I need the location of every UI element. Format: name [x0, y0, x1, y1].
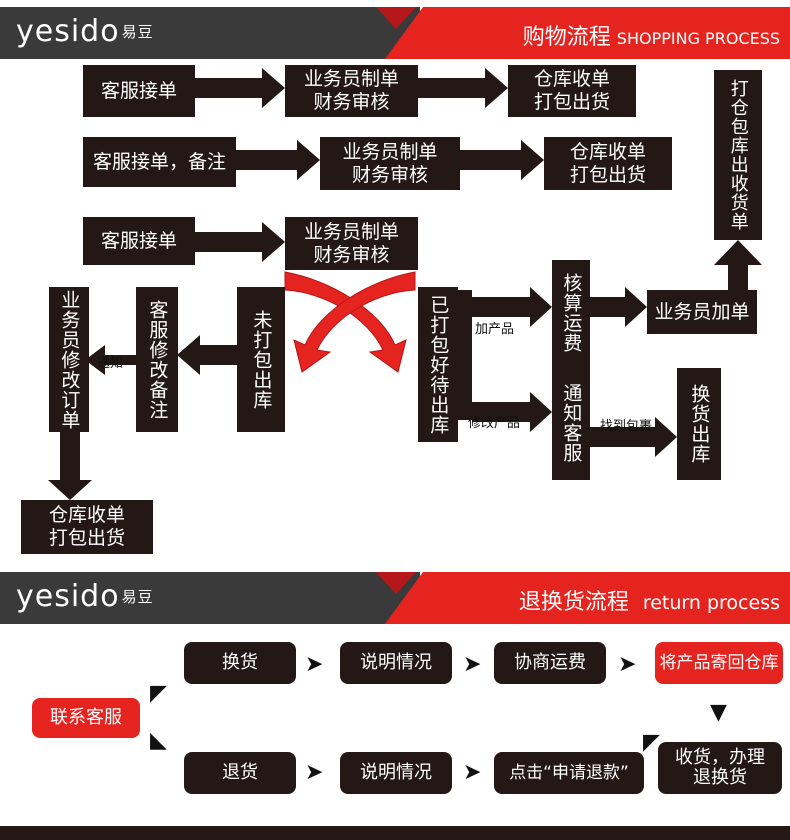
right-arrow-icon: ➤	[305, 760, 324, 785]
row2-salesman-order: 业务员制单财务审核	[320, 137, 460, 190]
salesman-add-order: 业务员加单	[647, 290, 757, 334]
explain-step-1: 说明情况	[340, 642, 452, 684]
find-package-label: 找到包裹	[600, 419, 653, 434]
row1-warehouse: 仓库收单打包出货	[508, 65, 636, 117]
receive-step: 收货，办理退换货	[658, 742, 782, 794]
contact-cs-button: 联系客服	[32, 698, 140, 738]
send-back-step: 将产品寄回仓库	[655, 642, 783, 684]
exchange-step: 换货	[184, 642, 296, 684]
header-red-band	[385, 7, 790, 59]
calc-freight: 核算运费	[552, 260, 590, 365]
notify-cs: 通知客服	[552, 365, 590, 480]
header-dark-band	[0, 7, 420, 59]
header-red-band	[385, 572, 790, 624]
right-arrow-icon: ➤	[618, 652, 637, 677]
far-right-warehouse: 打仓包库出收货单	[714, 70, 762, 240]
refund-step: 退货	[184, 752, 296, 794]
cs-modify-note: 客服修改备注	[136, 287, 178, 432]
unpacked-out: 未打包出库	[237, 287, 285, 432]
explain-step-2: 说明情况	[340, 752, 452, 794]
header-dark-band	[0, 572, 420, 624]
row1-cs-order: 客服接单	[83, 65, 195, 117]
row2-cs-order-note: 客服接单，备注	[83, 137, 236, 187]
right-arrow-icon: ➤	[463, 652, 482, 677]
down-right-arrow-icon: ◣	[150, 728, 167, 753]
click-refund-step: 点击“申请退款”	[494, 752, 644, 794]
salesman-modify-order: 业务员修改订单	[49, 287, 89, 432]
row1-salesman-order: 业务员制单财务审核	[285, 65, 418, 117]
down-arrow-icon: ▼	[710, 700, 727, 725]
right-arrow-icon: ➤	[463, 760, 482, 785]
right-arrow-icon: ➤	[305, 652, 324, 677]
bottom-warehouse: 仓库收单打包出货	[21, 500, 153, 554]
notify-label: 通知	[97, 356, 124, 371]
packed-waiting: 已打包好待出库	[418, 287, 458, 442]
exchange-out: 换货出库	[677, 368, 721, 480]
modify-product-label: 修改产品	[468, 416, 521, 431]
shopping-flow-arrows	[48, 68, 762, 500]
up-right-arrow-icon: ◤	[150, 681, 167, 706]
add-product-label: 加产品	[475, 322, 515, 337]
row2-warehouse: 仓库收单打包出货	[544, 137, 672, 190]
row3-salesman-order: 业务员制单财务审核	[285, 217, 418, 270]
row3-cs-order: 客服接单	[83, 217, 195, 265]
up-right-arrow-icon: ◤	[643, 730, 660, 755]
negotiate-freight-step: 协商运费	[494, 642, 606, 684]
footer-bar	[0, 826, 790, 840]
